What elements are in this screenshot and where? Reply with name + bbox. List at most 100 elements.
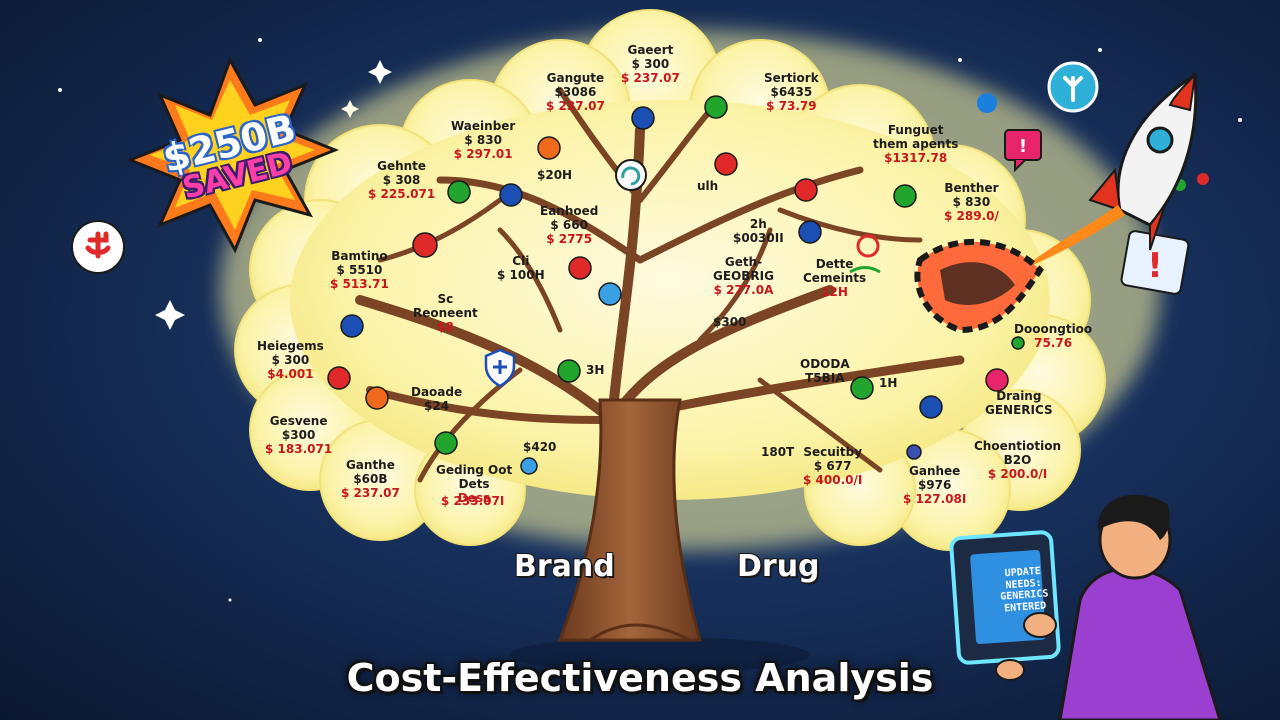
leaf-label: ulh bbox=[697, 179, 719, 194]
leaf-label-value: $ 300 bbox=[271, 352, 310, 367]
tree-trunk-body bbox=[557, 398, 702, 642]
leaf-label-value: $ 513.71 bbox=[330, 276, 389, 291]
leaf-label-value: T5BIA bbox=[805, 370, 845, 385]
leaf-label-value: $8 bbox=[437, 319, 454, 334]
leaf-label: Ganthe$60B$ 237.07 bbox=[341, 458, 400, 500]
leaf-label: Sertiork$6435$ 73.79 bbox=[764, 71, 819, 113]
leaf-label-value: Dets bbox=[458, 476, 490, 491]
rocket-blast bbox=[914, 238, 1044, 334]
leaf-label: Waeinber$ 830$ 297.01 bbox=[451, 119, 515, 161]
leaf-label: Cli$ 100H bbox=[497, 254, 545, 283]
leaf-label-value: 3H bbox=[586, 363, 605, 377]
leaf-label-name: Gaeert bbox=[627, 43, 674, 57]
leaf-label-value: $ 660 bbox=[550, 217, 588, 232]
shield-icon bbox=[484, 348, 516, 388]
leaf-label-value: $ 127.08I bbox=[903, 491, 967, 506]
leaf-label-value: $20H bbox=[537, 168, 573, 182]
leaf-label-value: $976 bbox=[917, 477, 952, 492]
leaf-label: $420 bbox=[523, 440, 556, 455]
leaf-label-value: $1317.78 bbox=[884, 150, 948, 165]
leaf-label-value: GENERICS bbox=[985, 402, 1053, 417]
savings-burst bbox=[125, 56, 340, 254]
leaf-label-value: $ 830 bbox=[952, 194, 991, 209]
leaf-label: Gangute$3086$ 237.07 bbox=[546, 71, 605, 113]
chart-icon bbox=[849, 234, 881, 274]
warning-icon: ! bbox=[1120, 230, 1190, 295]
leaf-label: $300 bbox=[713, 315, 747, 330]
leaf-label: 1H bbox=[879, 376, 897, 391]
leaf-label-name: 2h bbox=[749, 217, 767, 231]
leaf-label-value: $6435 bbox=[770, 84, 813, 99]
tablet-screen-text: UPDATE NEEDS: GENERICS ENTERED bbox=[983, 564, 1064, 615]
leaf-label-name: Secuitby bbox=[803, 445, 863, 459]
leaf-label: Gaeert$ 300$ 237.07 bbox=[621, 43, 680, 85]
rocket-icon bbox=[1020, 72, 1198, 270]
leaf-label-name: Ganthe bbox=[345, 458, 395, 472]
leaf-label-value: $ 289.0/ bbox=[944, 208, 999, 223]
leaf-label-value: $ 677 bbox=[813, 458, 852, 473]
leaf-label-value: $ 183.071 bbox=[265, 441, 333, 456]
svg-text:!: ! bbox=[1147, 246, 1163, 286]
leaf-label-value: $300 bbox=[281, 427, 316, 442]
leaf-label: Gehnte$ 308$ 225.071 bbox=[368, 159, 436, 201]
leaf-label-value: $ 237.07 bbox=[341, 485, 400, 500]
tree-icon bbox=[1047, 61, 1099, 113]
leaf-label-name: Funguet bbox=[887, 123, 944, 137]
leaf-label-value: 75.76 bbox=[1034, 335, 1073, 350]
leaf-label-value: $ 277.0A bbox=[713, 282, 774, 297]
leaf-label: Bamtino$ 5510$ 513.71 bbox=[330, 249, 389, 291]
leaf-label: Ganhee$976$ 127.08I bbox=[903, 464, 967, 506]
trunk-label-right: Drug bbox=[737, 549, 820, 584]
leaf-label-value: ulh bbox=[697, 179, 719, 193]
leaf-label-name: Gehnte bbox=[377, 159, 427, 173]
leaf-label-value: $ 237.07 bbox=[546, 98, 605, 113]
leaf-label-value: $ 233.07I bbox=[441, 494, 505, 508]
leaf-label: Geth-GEOBRIG$ 277.0A bbox=[713, 255, 774, 297]
leaf-label-name: Ganhee bbox=[909, 464, 961, 478]
trunk-label-left: Brand bbox=[514, 549, 615, 584]
leaf-label-value: $ 225.071 bbox=[368, 186, 436, 201]
leaf-label: Heiegems$ 300$4.001 bbox=[257, 339, 324, 381]
leaf-label-value: $0030II bbox=[733, 230, 784, 245]
leaf-label-value: $ 308 bbox=[382, 172, 421, 187]
leaf-label-name: Cli bbox=[512, 254, 530, 268]
leaf-label-value: 12H bbox=[821, 284, 848, 299]
leaf-label: Benther$ 830$ 289.0/ bbox=[944, 181, 999, 223]
leaf-label-value: $60B bbox=[353, 471, 388, 486]
leaf-label-value: Cemeints bbox=[803, 270, 867, 285]
leaf-label-value: $ 2775 bbox=[546, 231, 593, 246]
leaf-label-name: Bamtino bbox=[331, 249, 388, 263]
decor-dot bbox=[1197, 173, 1209, 185]
leaf-label-name: 180T bbox=[761, 445, 795, 459]
leaf-label: Daoade$24 bbox=[411, 385, 462, 414]
leaf-label-value: B2O bbox=[1003, 452, 1032, 467]
person-with-tablet bbox=[949, 494, 1222, 720]
leaf-label-name: Heiegems bbox=[257, 339, 324, 353]
leaf-label: Secuitby$ 677$ 400.0/I bbox=[803, 445, 863, 487]
leaf-label-value: Dess bbox=[457, 490, 491, 505]
canopy bbox=[234, 9, 1106, 551]
leaf-label-value: $ 5510 bbox=[336, 262, 383, 277]
leaf-label-name: Sc bbox=[437, 292, 454, 306]
leaf-label-name: Choentiotion bbox=[974, 439, 1062, 453]
leaf-label-name: Benther bbox=[944, 181, 999, 195]
leaf-label-name: Dette bbox=[815, 257, 854, 271]
leaf-label: 2h$0030II bbox=[733, 217, 784, 246]
leaf-label: 180T bbox=[761, 445, 795, 460]
leaf-label-value: Reoneent bbox=[413, 305, 478, 320]
leaf-label-value: $300 bbox=[713, 315, 747, 329]
leaf-label-value: them apents bbox=[873, 136, 959, 151]
leaf-label-name: Eanhoed bbox=[540, 204, 599, 218]
leaf-label-value: $3086 bbox=[554, 84, 597, 99]
leaf-label-name: Sertiork bbox=[764, 71, 819, 85]
leaf-label-name: Geth- bbox=[724, 255, 763, 269]
page-title: Cost-Effectiveness Analysis bbox=[346, 656, 934, 700]
